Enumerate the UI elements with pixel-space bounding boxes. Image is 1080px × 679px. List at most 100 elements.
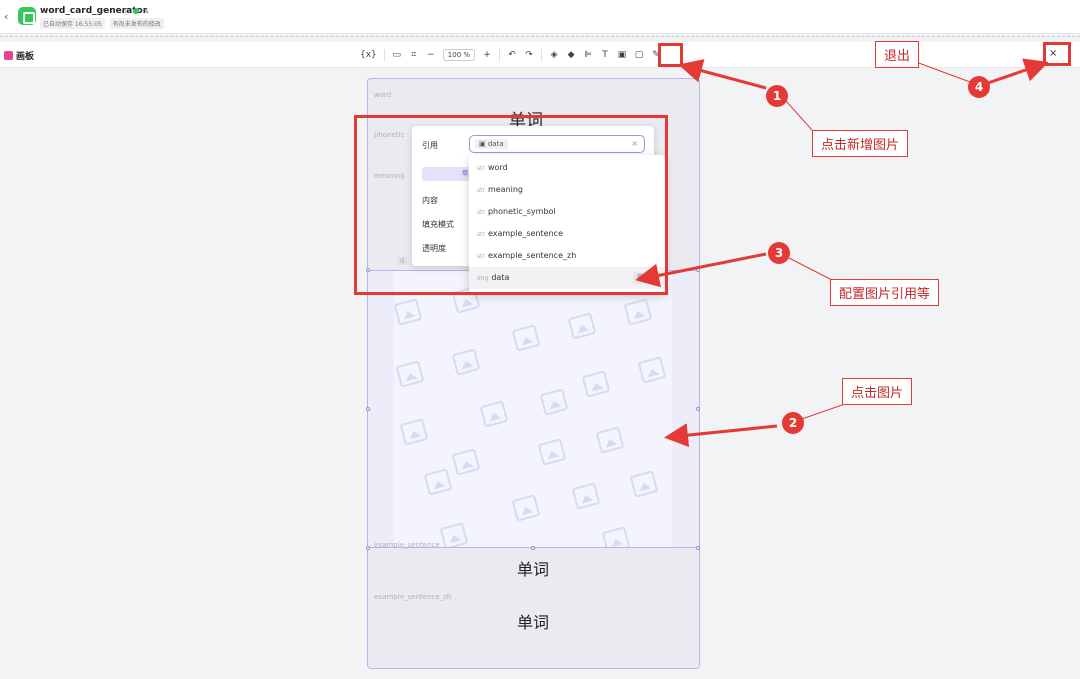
string-icon: str (477, 231, 485, 238)
image-placeholder-icon (394, 298, 423, 326)
align-icon[interactable]: ⊫ (584, 50, 592, 60)
card-word-text[interactable]: 单词 (517, 560, 550, 579)
canvas-ruler (0, 36, 1080, 37)
dropdown-item-label: meaning (487, 185, 524, 194)
layers-icon[interactable]: ◆ (567, 50, 575, 60)
text-tool-button[interactable]: T (602, 50, 608, 60)
highlight-exit (1043, 42, 1071, 66)
zoom-out-button[interactable]: − (427, 50, 435, 60)
image-icon: img (477, 275, 489, 282)
app-tags: 已自动保存 16:55:05 有尚未发布的修改 (40, 18, 167, 29)
redo-button[interactable]: ↷ (525, 50, 533, 60)
dropdown-item-label: data (491, 273, 510, 282)
image-placeholder-icon (581, 370, 611, 398)
image-placeholder-icon (629, 470, 659, 498)
pen-tool-button[interactable]: ✎ (652, 50, 660, 60)
callout-exit: 退出 (875, 41, 920, 68)
callout-config-image: 配置图片引用等 (830, 279, 940, 306)
field-label-example-sentence-zh: example_sentence_zh (374, 593, 452, 601)
resize-handle[interactable] (366, 407, 370, 411)
app-name: word_card_generator (40, 6, 148, 16)
resize-handle[interactable] (696, 407, 700, 411)
image-placeholder-icon (601, 526, 631, 547)
info-icon[interactable]: ⓘ (122, 8, 129, 16)
field-label-meaning: meaning (374, 172, 405, 180)
ref-chip-label: data (487, 140, 504, 148)
toolbar-tools: {x} ▭ ⌗ − 100 % + ↶ ↷ ◈ ◆ ⊫ T ▣ ▢ ✎ (360, 46, 661, 64)
edit-icon[interactable]: ✎ (143, 8, 150, 16)
highlight-config-panel (354, 115, 668, 295)
separator (541, 49, 543, 61)
layer-icon[interactable]: ◈ (550, 50, 558, 60)
resize-handle[interactable] (531, 546, 535, 550)
image-placeholder-icon (395, 360, 425, 388)
app-status: ⓘ ✎ (122, 7, 149, 17)
board-icon (4, 51, 13, 60)
highlight-add-image (658, 43, 683, 67)
step-marker-1: 1 (766, 85, 788, 107)
exit-button[interactable]: × (1049, 48, 1058, 59)
zoom-in-button[interactable]: + (483, 50, 491, 60)
image-placeholder-icon (595, 426, 625, 454)
image-placeholder-icon (451, 348, 481, 376)
ref-chip: ▣ data (475, 139, 508, 149)
image-placeholder-icon (623, 298, 653, 326)
app-icon (18, 7, 36, 25)
rectangle-tool-button[interactable]: ▢ (634, 50, 644, 60)
image-placeholder-icon (479, 400, 509, 428)
back-icon[interactable]: ‹ (4, 10, 9, 23)
resize-handle[interactable] (366, 546, 370, 550)
image-placeholder-icon (451, 448, 481, 476)
resize-handle[interactable] (696, 546, 700, 550)
undo-button[interactable]: ↶ (508, 50, 516, 60)
image-placeholder-icon (637, 356, 667, 384)
mode-segment[interactable]: 填 (422, 167, 472, 181)
callout-click-image: 点击图片 (842, 378, 913, 405)
dropdown-item-label: phonetic_symbol (487, 207, 556, 216)
board-title-label: 画板 (16, 52, 35, 62)
dropdown-item-label: word (487, 163, 508, 172)
callout-add-image: 点击新增图片 (812, 130, 909, 157)
field-label-example-sentence: example_sentence (374, 541, 440, 549)
string-icon: str (477, 165, 485, 172)
leader-3 (788, 257, 833, 281)
ref-label: 引用 (422, 141, 438, 150)
image-field-tag: d (397, 257, 408, 265)
image-placeholder-icon (567, 312, 597, 340)
fit-icon[interactable]: ⌗ (411, 50, 417, 60)
unpublished-badge: 有尚未发布的修改 (109, 18, 164, 29)
autosave-badge: 已自动保存 16:55:05 (40, 18, 105, 29)
resize-handle[interactable] (366, 268, 370, 272)
card-word-text[interactable]: 单词 (517, 613, 550, 632)
image-element[interactable] (368, 270, 698, 548)
image-placeholder-icon (571, 482, 601, 510)
clear-icon[interactable]: × (631, 139, 638, 148)
separator (383, 49, 385, 61)
ref-select[interactable]: ▣ data × (469, 135, 645, 153)
string-icon: str (477, 253, 485, 260)
content-label: 内容 (422, 196, 438, 205)
fill-mode-label: 填充模式 (422, 220, 454, 229)
image-placeholder-icon (423, 468, 453, 496)
image-placeholder-icon (539, 388, 569, 416)
image-icon: ▣ (479, 140, 488, 148)
string-icon: str (477, 187, 485, 194)
variable-button[interactable]: {x} (360, 50, 377, 60)
frame-icon[interactable]: ▭ (392, 50, 402, 60)
app-header: ‹ word_card_generator ⓘ ✎ 已自动保存 16:55:05… (0, 0, 1080, 34)
zoom-input[interactable]: 100 % (442, 49, 476, 61)
field-label-word: word (374, 91, 392, 99)
image-placeholder-icon (439, 522, 469, 547)
dropdown-item-label: example_sentence (487, 229, 563, 238)
add-image-button[interactable]: ▣ (617, 50, 627, 60)
separator (499, 49, 501, 61)
leader-2 (798, 403, 846, 421)
leader-1 (785, 100, 813, 131)
resize-handle[interactable] (696, 268, 700, 272)
